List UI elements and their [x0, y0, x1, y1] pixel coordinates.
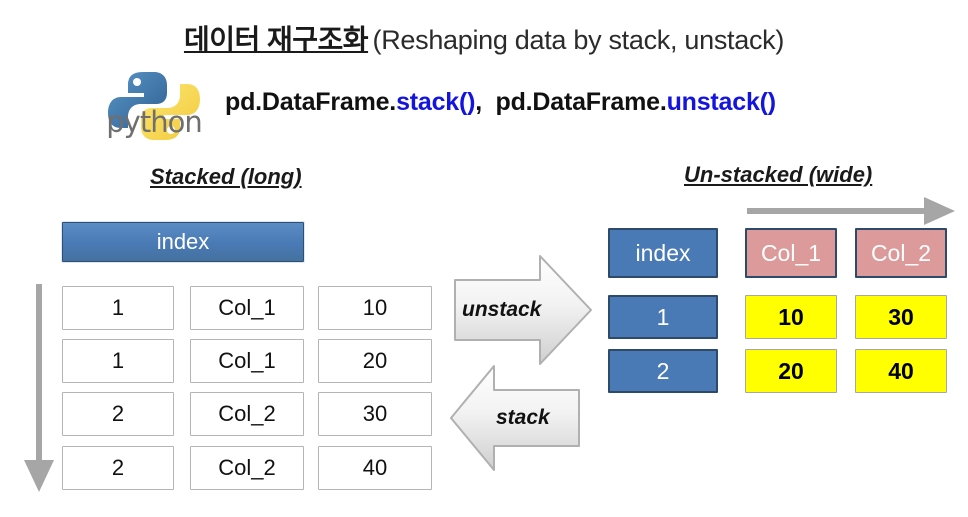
- left-cell-index-0: 1: [62, 286, 174, 330]
- left-cell-index-2: 2: [62, 392, 174, 436]
- left-cell-col-0: Col_1: [190, 286, 304, 330]
- code-method-unstack: unstack(): [666, 88, 777, 116]
- python-logo: python: [98, 66, 210, 146]
- left-cell-index-3: 2: [62, 446, 174, 490]
- heading-stacked-long: Stacked (long): [150, 164, 302, 189]
- code-prefix-2: pd.DataFrame.: [495, 88, 667, 116]
- left-cell-value-1: 20: [318, 339, 432, 383]
- left-cell-value-0: 10: [318, 286, 432, 330]
- right-cell-index-1: 2: [608, 349, 718, 393]
- left-table-index-header: index: [62, 222, 304, 262]
- left-cell-col-2: Col_2: [190, 392, 304, 436]
- python-wordmark: python: [106, 105, 202, 139]
- right-table-header-index: index: [608, 228, 718, 278]
- left-cell-col-1: Col_1: [190, 339, 304, 383]
- right-cell-index-0: 1: [608, 295, 718, 339]
- page-title-korean: 데이터 재구조화: [183, 24, 369, 55]
- left-cell-value-3: 40: [318, 446, 432, 490]
- code-separator: ,: [475, 88, 483, 116]
- code-prefix-1: pd.DataFrame.: [225, 88, 397, 116]
- left-cell-value-2: 30: [318, 392, 432, 436]
- down-arrow-icon: [22, 280, 56, 495]
- code-subtitle: pd.DataFrame.stack(), pd.DataFrame.unsta…: [225, 88, 776, 117]
- left-cell-col-3: Col_2: [190, 446, 304, 490]
- page-title: 데이터 재구조화 (Reshaping data by stack, unsta…: [0, 18, 968, 58]
- left-cell-index-1: 1: [62, 339, 174, 383]
- right-cell-col1-0: 10: [745, 295, 837, 339]
- right-cell-col2-1: 40: [855, 349, 947, 393]
- code-method-stack: stack(): [396, 88, 476, 116]
- right-cell-col1-1: 20: [745, 349, 837, 393]
- unstack-arrow[interactable]: unstack: [452, 252, 594, 368]
- right-table-header-col-2: Col_2: [855, 228, 947, 278]
- right-arrow-icon: [744, 196, 958, 226]
- unstack-arrow-label: unstack: [462, 298, 542, 321]
- page-title-english: (Reshaping data by stack, unstack): [372, 25, 785, 55]
- right-table-header-col-1: Col_1: [745, 228, 837, 278]
- right-cell-col2-0: 30: [855, 295, 947, 339]
- heading-unstacked-wide: Un-stacked (wide): [684, 162, 873, 187]
- stack-arrow[interactable]: stack: [448, 362, 582, 474]
- stack-arrow-label: stack: [496, 406, 550, 429]
